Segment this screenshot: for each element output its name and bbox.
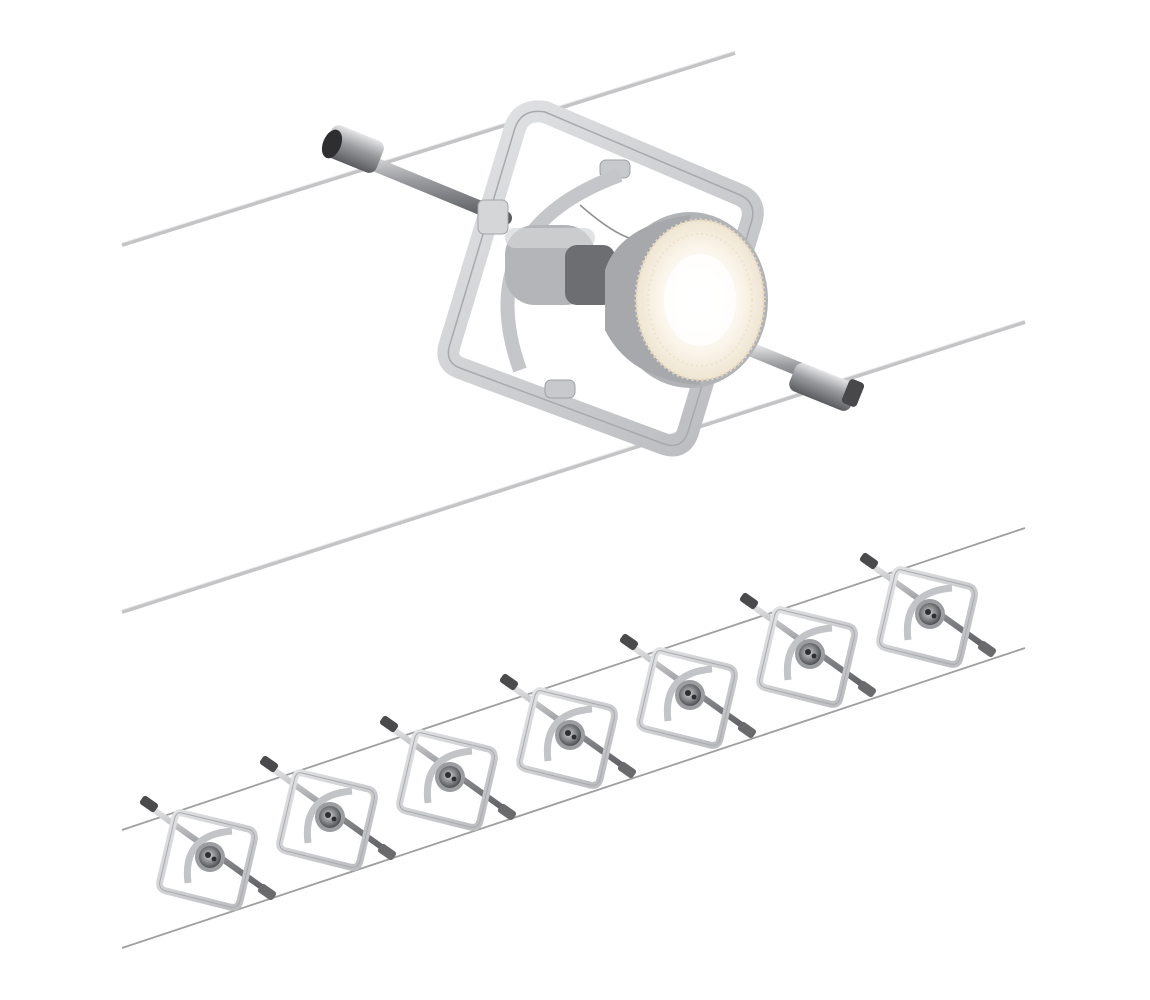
hero-wire-upper <box>121 50 736 247</box>
small-spotlight-4 <box>499 673 637 786</box>
small-spotlight-row <box>139 552 997 908</box>
small-spotlight-1 <box>139 795 277 908</box>
hero-upper-cable-clamp <box>321 125 384 173</box>
hero-wire-lower <box>121 319 1026 614</box>
small-spotlight-7 <box>859 552 997 665</box>
small-spotlight-2 <box>259 755 397 868</box>
small-spotlight-6 <box>739 592 877 705</box>
hero-spotlight <box>321 100 865 457</box>
small-wire-upper <box>121 527 1026 831</box>
small-spotlight-3 <box>379 715 517 828</box>
small-spotlight-5 <box>619 633 757 746</box>
hero-lower-cable-clamp <box>789 363 865 411</box>
small-wire-lower <box>121 647 1026 949</box>
